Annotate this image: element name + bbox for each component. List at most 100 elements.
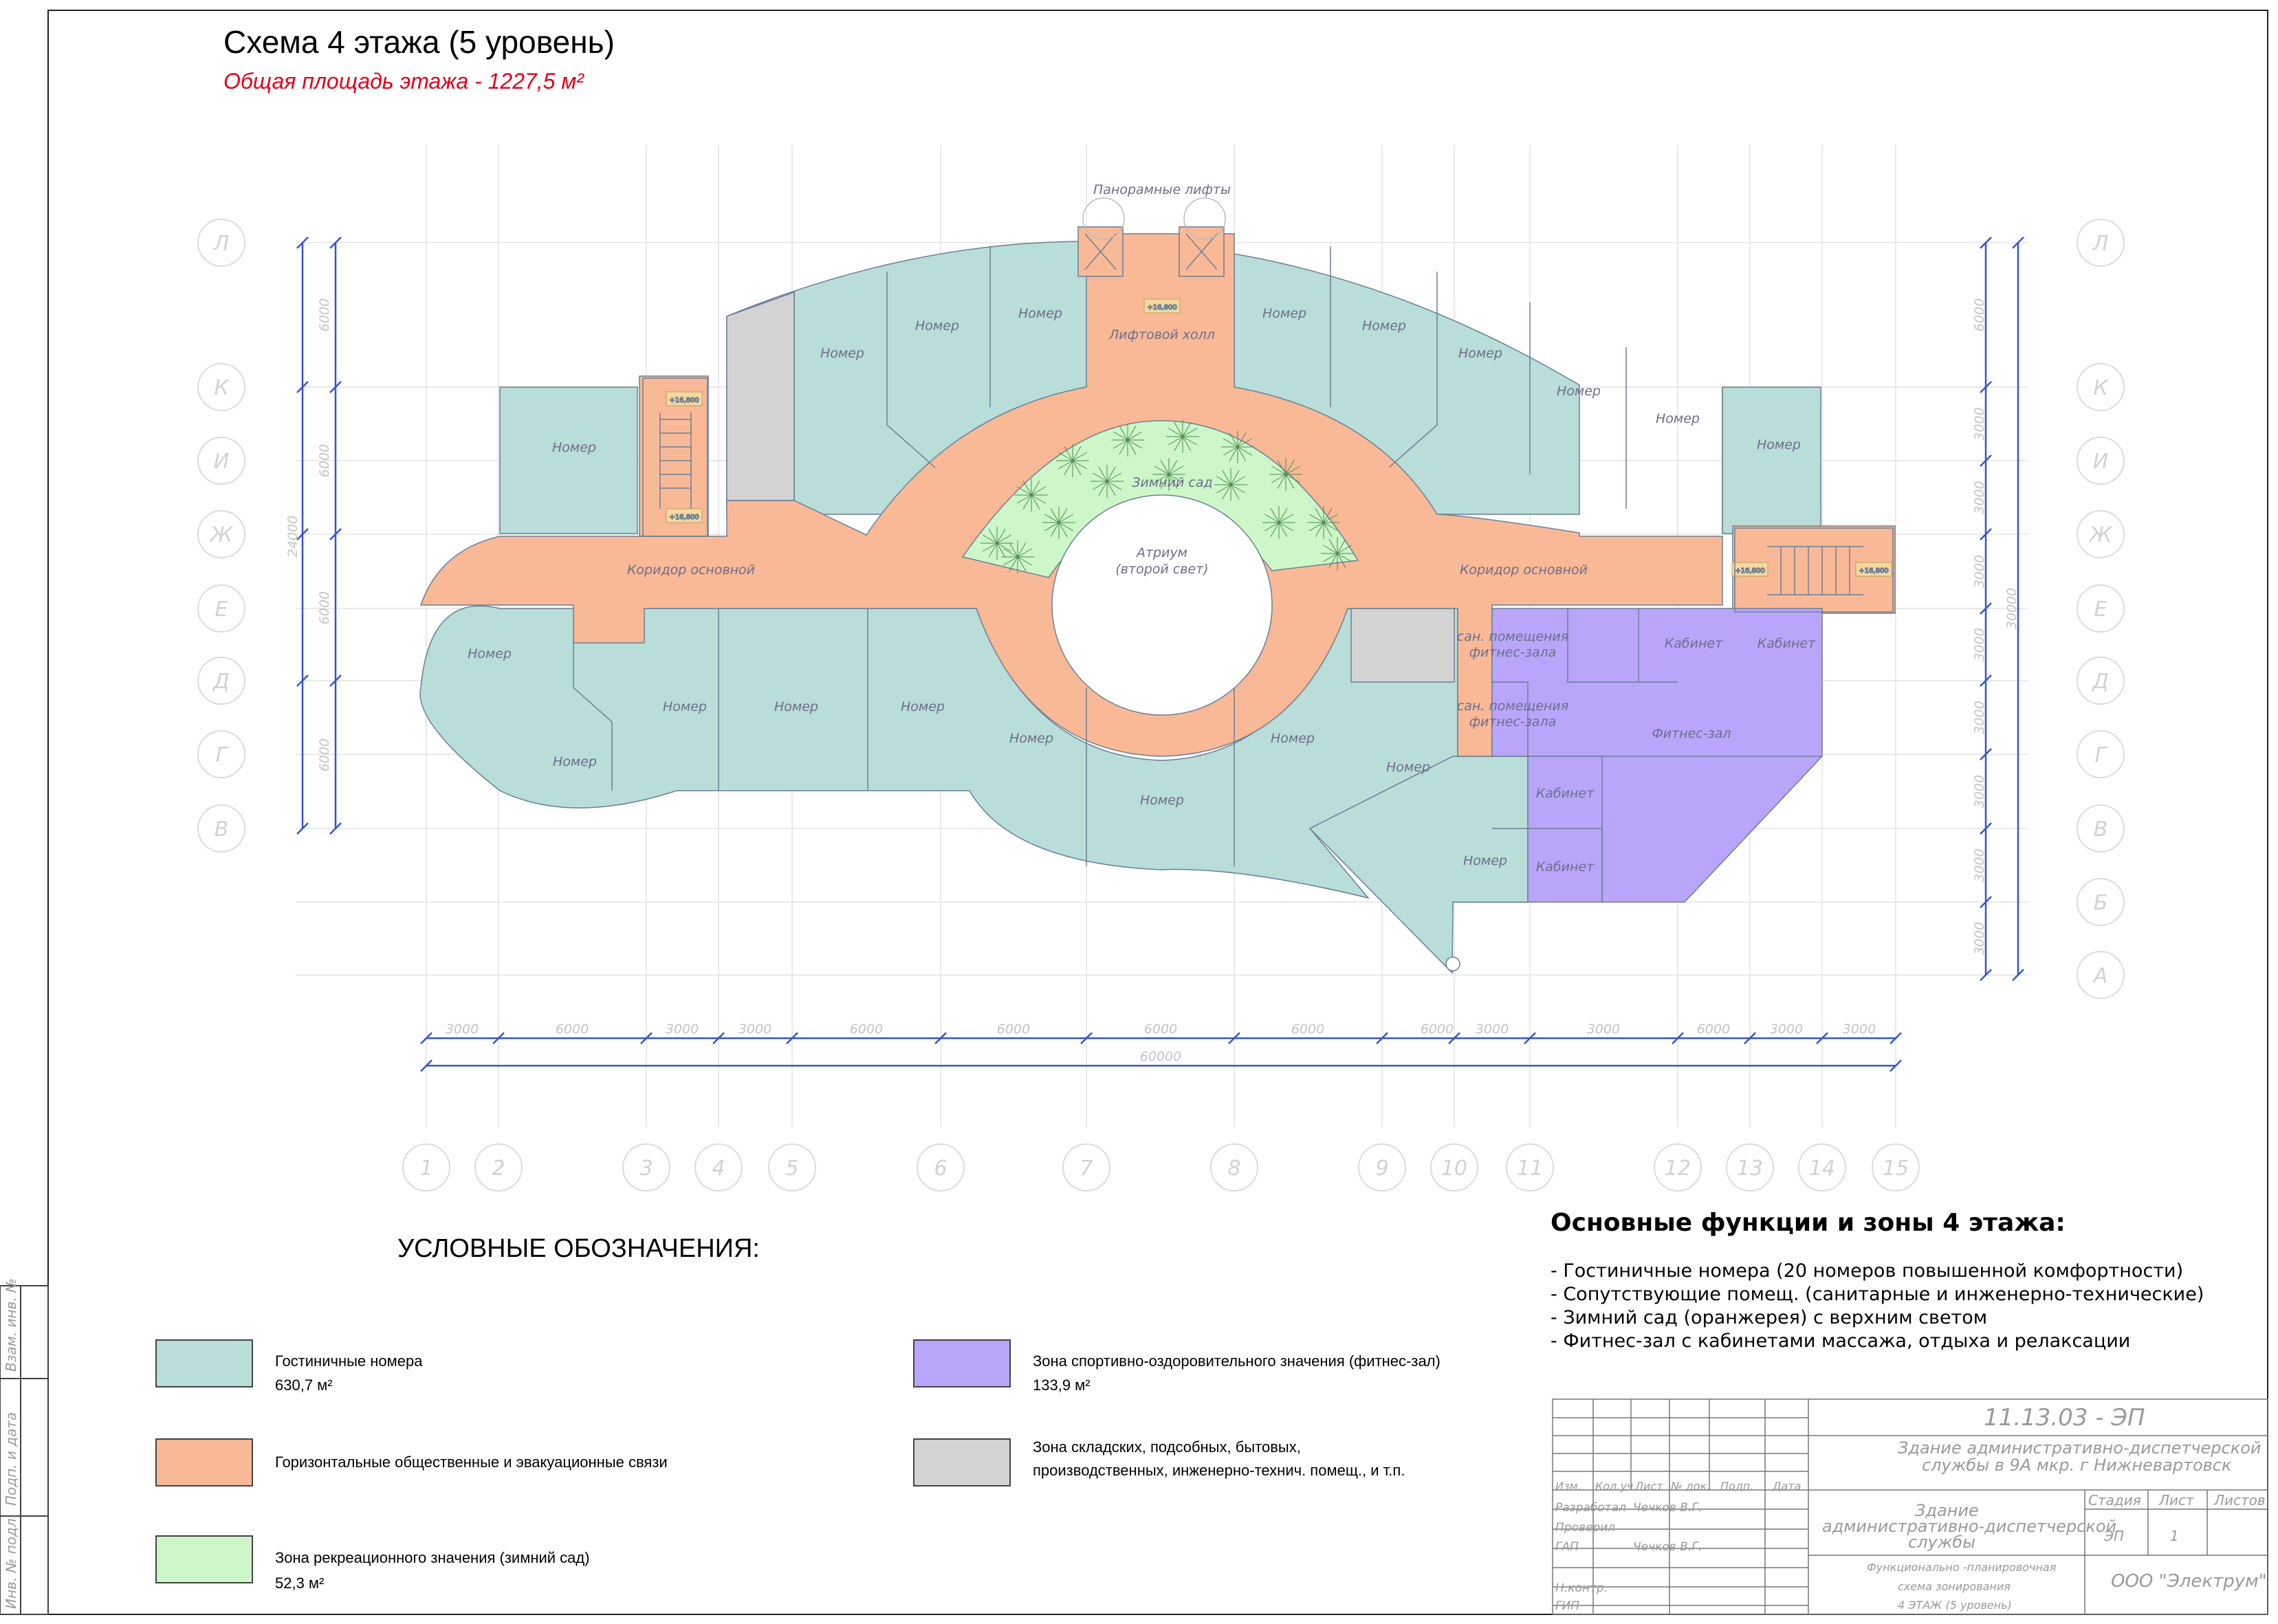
dim-tick [1744,1032,1756,1044]
plant-leaf [1016,486,1032,496]
row-axis-bubble [197,510,245,558]
plant-leaf [1106,481,1116,496]
dim-tick [296,674,309,687]
col-axis-label: 15 [1883,1156,1909,1181]
plant-leaf [1127,439,1143,449]
plant-leaf [1328,553,1338,569]
stamp-sheets-header: Листов [2214,1492,2266,1508]
function-item-3: - Зимний сад (оранжерея) с верхним свето… [1551,1307,1988,1328]
stamp-row-gap: ГАП [1555,1540,1579,1554]
dim-text-bottom: 6000 [1421,1022,1454,1037]
room-label: Номер [1262,306,1306,321]
legend-swatch-garden [155,1535,253,1583]
legend-value-garden: 52,3 м² [275,1574,325,1592]
col-axis-label: 11 [1517,1156,1543,1181]
col-axis-bubble [402,1143,450,1192]
plant-leaf [1229,446,1238,462]
plant-leaf [1154,474,1170,483]
dim-text-bottom: 6000 [1144,1022,1177,1037]
plant-leaf [1031,494,1040,510]
plant-leaf [1229,432,1238,448]
row-axis-bubble [197,804,245,853]
plant-leaf [1270,507,1280,523]
dim-tick [329,674,342,687]
plant-leaf [1323,507,1333,523]
winter-garden-plants [981,420,1354,573]
legend-label-fitness: Зона спортивно-оздоровительного значения… [1033,1352,1441,1370]
plant-leaf [1127,439,1137,455]
panoramic-lifts-label: Панорамные лифты [1093,182,1231,197]
legend-label-hotel: Гостиничные номера [275,1352,423,1370]
plant-leaf [996,534,1012,544]
col-axis-label: 9 [1375,1156,1388,1181]
lift-hall-label: Лифтовой холл [1108,327,1215,342]
plant-leaf [1154,465,1170,475]
row-axis-label: Д [212,670,229,694]
dim-text-bottom: 6000 [850,1022,883,1037]
row-axis-bubble [2077,437,2125,485]
dim-tick [1816,1032,1828,1044]
legend-value-hotel: 630,7 м² [275,1376,333,1394]
plant-leaf [1168,474,1178,490]
room-label: Номер [915,318,959,333]
room-label: Номер [663,699,707,714]
plant-leaf [1308,522,1324,531]
legend-value-storage: производственных, инженерно-технич. поме… [1033,1462,1405,1479]
plant-leaf [982,542,998,552]
atrium-sublabel: (второй свет) [1115,562,1208,577]
dim-tick [492,1032,505,1044]
stamp-sheet-3: 4 ЭТАЖ (5 уровень) [1898,1599,2012,1612]
row-axis-label: Ж [209,523,234,547]
stamp-person-2: Чечков В.Г. [1633,1540,1702,1554]
plant-leaf [1106,481,1122,490]
plant-leaf [1160,459,1170,475]
col-axis-bubble [1798,1143,1846,1192]
col-axis-bubble [1872,1143,1920,1192]
room-label: Номер [774,699,818,714]
plant-leaf [1182,421,1192,437]
plant-leaf [1098,466,1108,482]
plant-leaf [1271,474,1286,483]
plant-leaf [1119,425,1128,441]
row-axis-label: Г [2095,743,2108,767]
room-label: Номер [468,646,512,661]
plant-leaf [1337,553,1346,569]
col-axis-label: 5 [785,1156,798,1181]
room-label: Номер [1271,731,1315,746]
plant-leaf [1337,553,1352,562]
plant-leaf [1017,542,1027,558]
plant-leaf [1106,466,1116,482]
col-axis-bubble [1358,1143,1406,1192]
dim-text-right: 3000 [1972,628,1987,661]
dim-text-right: 3000 [1972,775,1987,808]
plant-leaf [1174,436,1183,452]
row-axis-bubble [2077,878,2125,926]
plant-leaf [1009,556,1018,572]
plant-leaf [1277,459,1286,475]
row-axis-label: Ж [2088,523,2113,547]
row-axis-bubble [2077,804,2125,853]
plant-leaf [1058,522,1074,531]
dim-text-right: 3000 [1972,481,1987,514]
stamp-row-developer: Разработал [1555,1501,1626,1515]
stamp-col-list: Лист [1635,1480,1663,1493]
stamp-row-nkontr: Н.контр. [1555,1581,1608,1595]
plant-leaf [1168,428,1183,437]
plant-leaf [996,542,1012,552]
dim-tick [2012,237,2024,249]
legend-swatch-corridors [155,1438,253,1486]
plant-leaf [1003,556,1018,566]
room-label: Номер [901,699,945,714]
stamp-project-2: службы в 9А мкр. г Нижневартовск [1922,1456,2232,1475]
dim-tick [1228,1032,1240,1044]
stamp-org: ООО "Электрум" [2111,1571,2267,1592]
dim-text-right-total: 30000 [2004,588,2019,629]
plant-leaf [1098,481,1108,496]
plant-leaf [1230,470,1240,485]
plant-leaf [1216,476,1231,485]
plant-leaf [1264,514,1280,523]
plant-leaf [1017,556,1033,566]
row-axis-bubble [197,219,245,267]
stamp-sheet-value: 1 [2170,1528,2179,1544]
plant-leaf [1323,522,1333,538]
